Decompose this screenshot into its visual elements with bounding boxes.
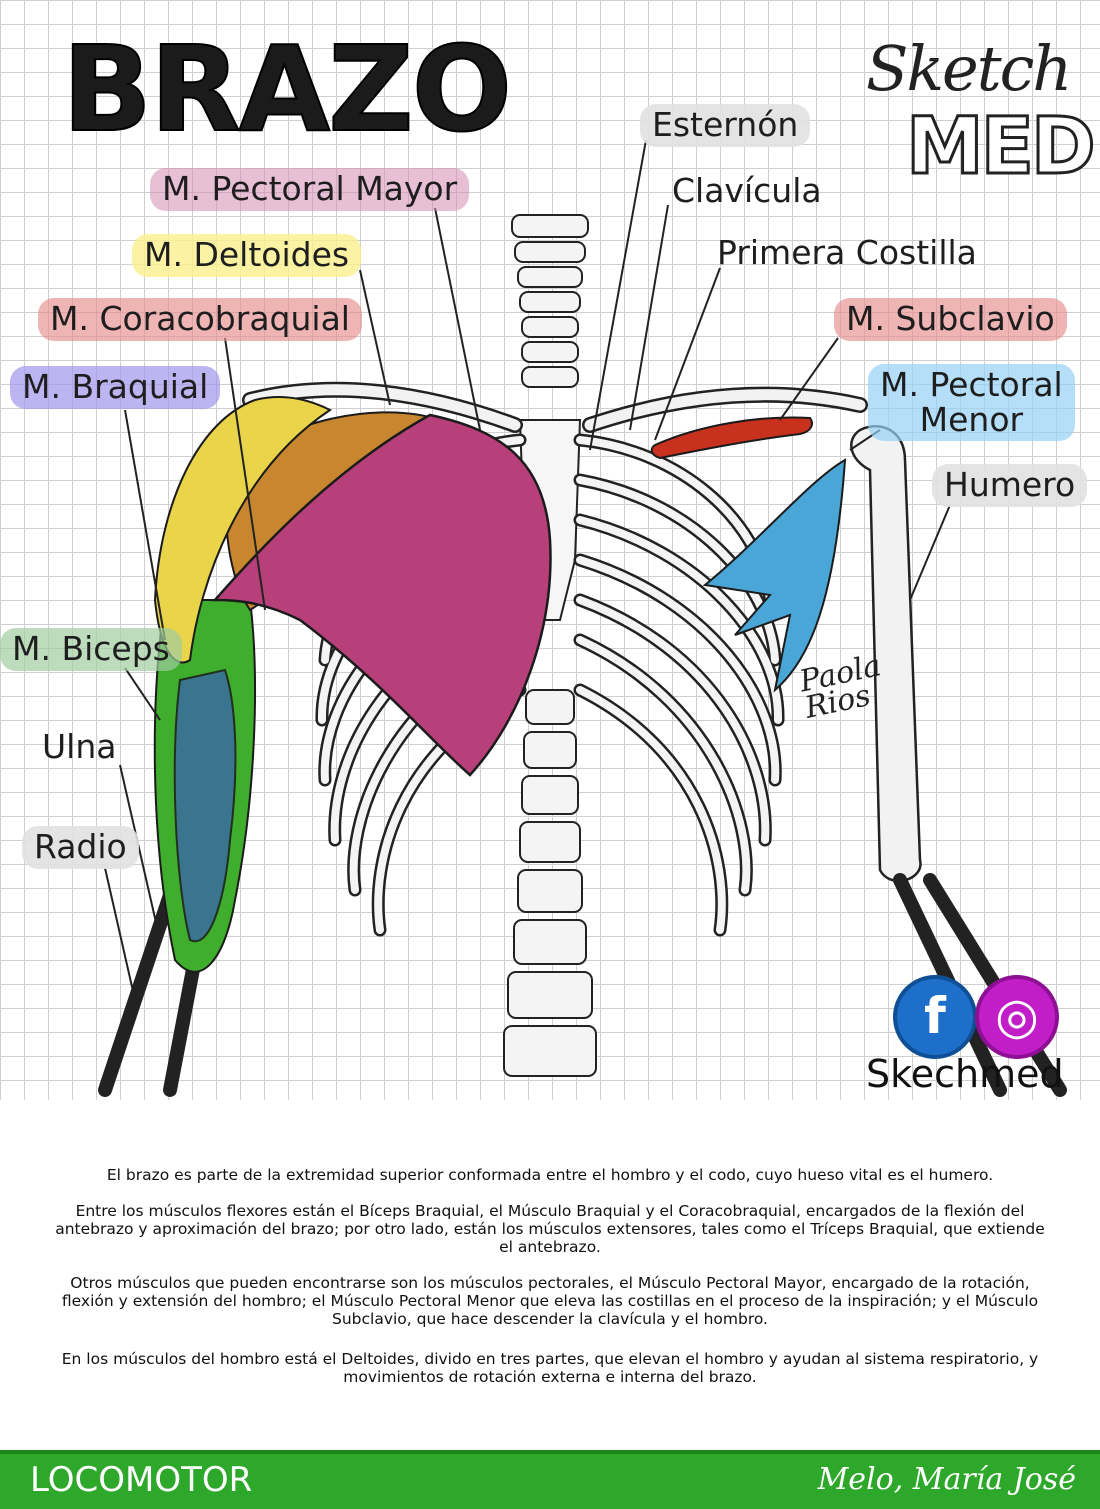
label-biceps: M. Biceps	[0, 628, 182, 671]
clavicle-right-fill	[584, 389, 866, 431]
label-pectoral-menor-line1: M. Pectoral	[880, 365, 1063, 404]
clavicle-left-fill	[244, 384, 521, 431]
description-area: El brazo es parte de la extremidad super…	[0, 1100, 1100, 1450]
sketchmed-logo: Sketch MED	[866, 32, 1097, 194]
deltoides-muscle	[153, 396, 332, 664]
facebook-letter: f	[924, 987, 946, 1045]
pectoral-mayor-muscle	[212, 413, 552, 777]
grid-paper-illustration-area: BRAZO Esternón M. Pectoral Mayor Clavícu…	[0, 0, 1100, 1100]
facebook-icon[interactable]: f	[893, 975, 977, 1059]
label-ulna: Ulna	[42, 727, 117, 766]
label-braquial: M. Braquial	[10, 366, 221, 409]
instagram-symbol: ◎	[995, 987, 1039, 1045]
logo-block-text: MED	[905, 101, 1098, 194]
paragraph-3: Otros músculos que pueden encontrarse so…	[61, 1274, 1039, 1328]
subclavio-muscle	[650, 416, 813, 460]
leader-lines	[104, 139, 951, 1001]
label-clavicula: Clavícula	[672, 171, 822, 210]
label-radio: Radio	[22, 826, 139, 869]
braquial-muscle	[173, 668, 237, 943]
label-deltoides: M. Deltoides	[132, 234, 362, 277]
spine	[503, 214, 597, 1077]
pectoral-menor-muscle	[702, 458, 847, 693]
paragraph-4: En los músculos del hombro está el Delto…	[61, 1350, 1039, 1386]
footer-bar: LOCOMOTOR Melo, María José	[0, 1450, 1100, 1509]
paragraph-2: Entre los músculos flexores están el Bíc…	[55, 1202, 1045, 1256]
paragraph-1: El brazo es parte de la extremidad super…	[106, 1166, 994, 1184]
label-pectoral-menor-line2: Menor	[919, 399, 1024, 439]
label-pectoral-mayor: M. Pectoral Mayor	[150, 168, 470, 211]
page-title: BRAZO	[61, 20, 513, 158]
ulna-bone-left	[98, 873, 182, 1097]
skeleton-muscle-illustration	[98, 139, 1067, 1097]
label-esternon: Esternón	[640, 104, 811, 147]
label-humero: Humero	[932, 464, 1088, 507]
instagram-icon[interactable]: ◎	[975, 975, 1059, 1059]
label-subclavio: M. Subclavio	[834, 298, 1067, 341]
footer-category: LOCOMOTOR	[30, 1460, 253, 1500]
footer-author: Melo, María José	[817, 1462, 1076, 1497]
logo-script-text: Sketch	[866, 32, 1072, 105]
social-handle: Skechmed	[866, 1052, 1064, 1096]
label-primera-costilla: Primera Costilla	[717, 233, 977, 272]
label-pectoral-menor: M. Pectoral Menor	[868, 364, 1075, 442]
label-coracobraquial: M. Coracobraquial	[38, 298, 362, 341]
